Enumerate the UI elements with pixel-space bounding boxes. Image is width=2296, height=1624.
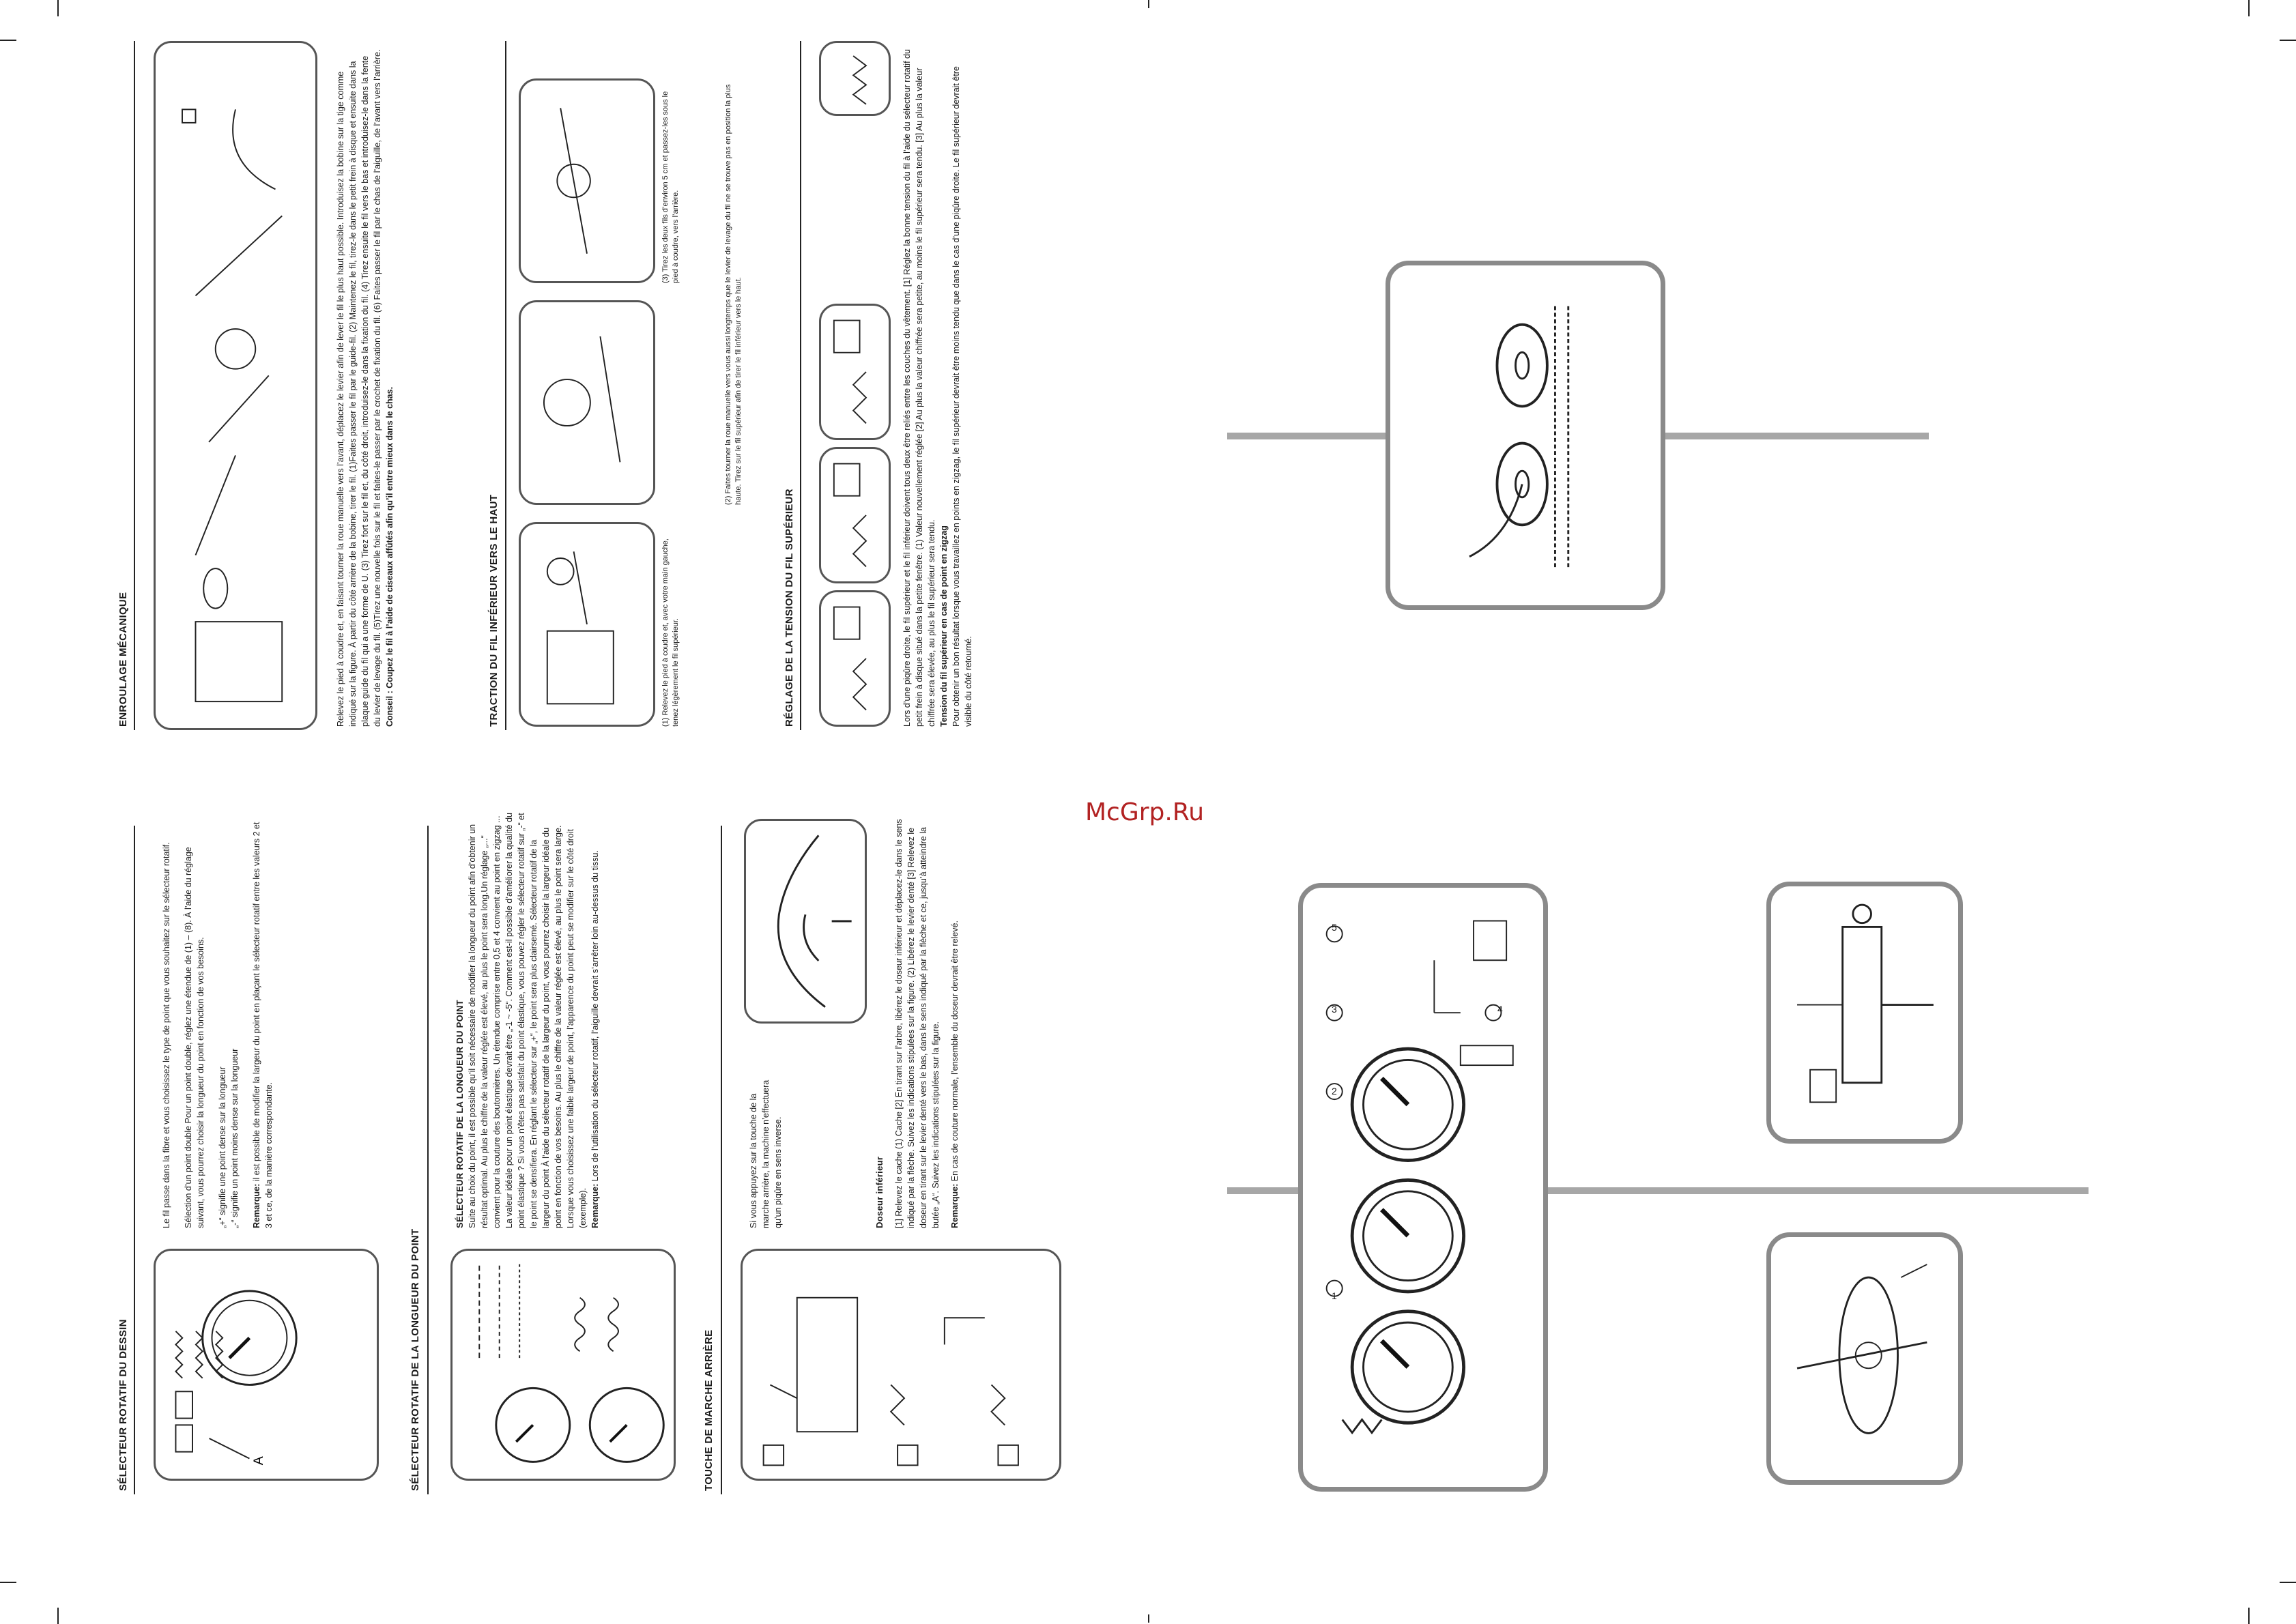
button-sewing-illustration	[1386, 261, 1665, 610]
reverse-illustration	[741, 1249, 1061, 1481]
crop-mark	[2248, 1608, 2250, 1624]
tension-text: Lors d’une piqûre droite, le fil supérie…	[901, 44, 975, 727]
crop-mark	[2280, 40, 2296, 41]
crop-mark	[2248, 0, 2250, 16]
section-winding: ENROULAGE MÉCANIQUE Relevez le pied à co…	[0, 0, 1099, 1624]
section-title: ENROULAGE MÉCANIQUE	[117, 592, 129, 727]
winding-body: Relevez le pied à coudre et, en faisant …	[336, 49, 382, 727]
length-dial-illustration	[450, 1249, 676, 1481]
presser-foot-illustration	[1766, 882, 1963, 1144]
callout-2: 2	[1332, 1086, 1337, 1097]
tension-zigzag-title: Tension du fil supérieur en cas de point…	[939, 525, 949, 727]
tension-zigzag-body: Pour obtenir un bon résultat lorsque vou…	[951, 66, 973, 727]
bobbin-winder-illustration	[1766, 1232, 1963, 1485]
watermark: McGrp.Ru	[1085, 798, 1205, 826]
divider-line	[1548, 1187, 2089, 1194]
tension-illustration-4	[819, 41, 891, 116]
winding-illustration	[154, 41, 317, 730]
lower-thread-cap2: (2) Faites tourner la roue manuelle vers…	[724, 84, 743, 505]
divider-line	[1227, 433, 1388, 439]
lower-thread-cap1: (1) Relevez le pied à coudre et, avec vo…	[661, 538, 680, 727]
tension-illustration-1	[819, 590, 891, 727]
winding-tip: Conseil : Coupez le fil à l’aide de cise…	[385, 386, 394, 727]
section-pattern-selector: SÉLECTEUR ROTATIF DU DESSIN A Le fil pas…	[0, 0, 1099, 1624]
lower-thread-step1	[519, 522, 655, 727]
dial-settings-illustration: 1 2 3 4 5	[1298, 883, 1548, 1492]
lower-thread-step2	[519, 300, 655, 505]
crop-mark	[0, 40, 16, 41]
section-rule	[505, 41, 506, 730]
callout-5: 5	[1332, 922, 1337, 933]
tension-illustration-2	[819, 447, 891, 583]
lower-thread-cap3: (3) Tirez les deux fils d’environ 5 cm e…	[661, 91, 680, 283]
section-title: RÉGLAGE DE LA TENSION DU FIL SUPÉRIEUR	[784, 489, 795, 727]
section-rule	[800, 41, 801, 730]
finger-press-illustration	[744, 819, 867, 1024]
svg-text:A: A	[251, 1455, 266, 1465]
crop-mark	[1148, 0, 1149, 8]
divider-line	[1227, 1187, 1298, 1194]
pattern-dial-illustration: A	[154, 1249, 379, 1481]
lower-thread-step3	[519, 78, 655, 283]
section-title: TRACTION DU FIL INFÉRIEUR VERS LE HAUT	[488, 494, 500, 727]
crop-mark	[2280, 1582, 2296, 1583]
callout-1: 1	[1332, 1290, 1337, 1301]
callout-4: 4	[1497, 1004, 1503, 1015]
manual-page: SÉLECTEUR ROTATIF DU DESSIN A Le fil pas…	[0, 0, 1099, 1624]
section-rule	[134, 41, 135, 730]
tension-body: Lors d’une piqûre droite, le fil supérie…	[902, 49, 936, 727]
crop-mark	[57, 1608, 59, 1624]
crop-mark	[57, 0, 59, 16]
tension-illustration-3	[819, 304, 891, 440]
divider-line	[1663, 433, 1929, 439]
crop-mark	[1148, 1614, 1149, 1623]
crop-mark	[0, 1582, 16, 1583]
callout-3: 3	[1332, 1004, 1337, 1015]
winding-text: Relevez le pied à coudre et, en faisant …	[334, 44, 396, 727]
